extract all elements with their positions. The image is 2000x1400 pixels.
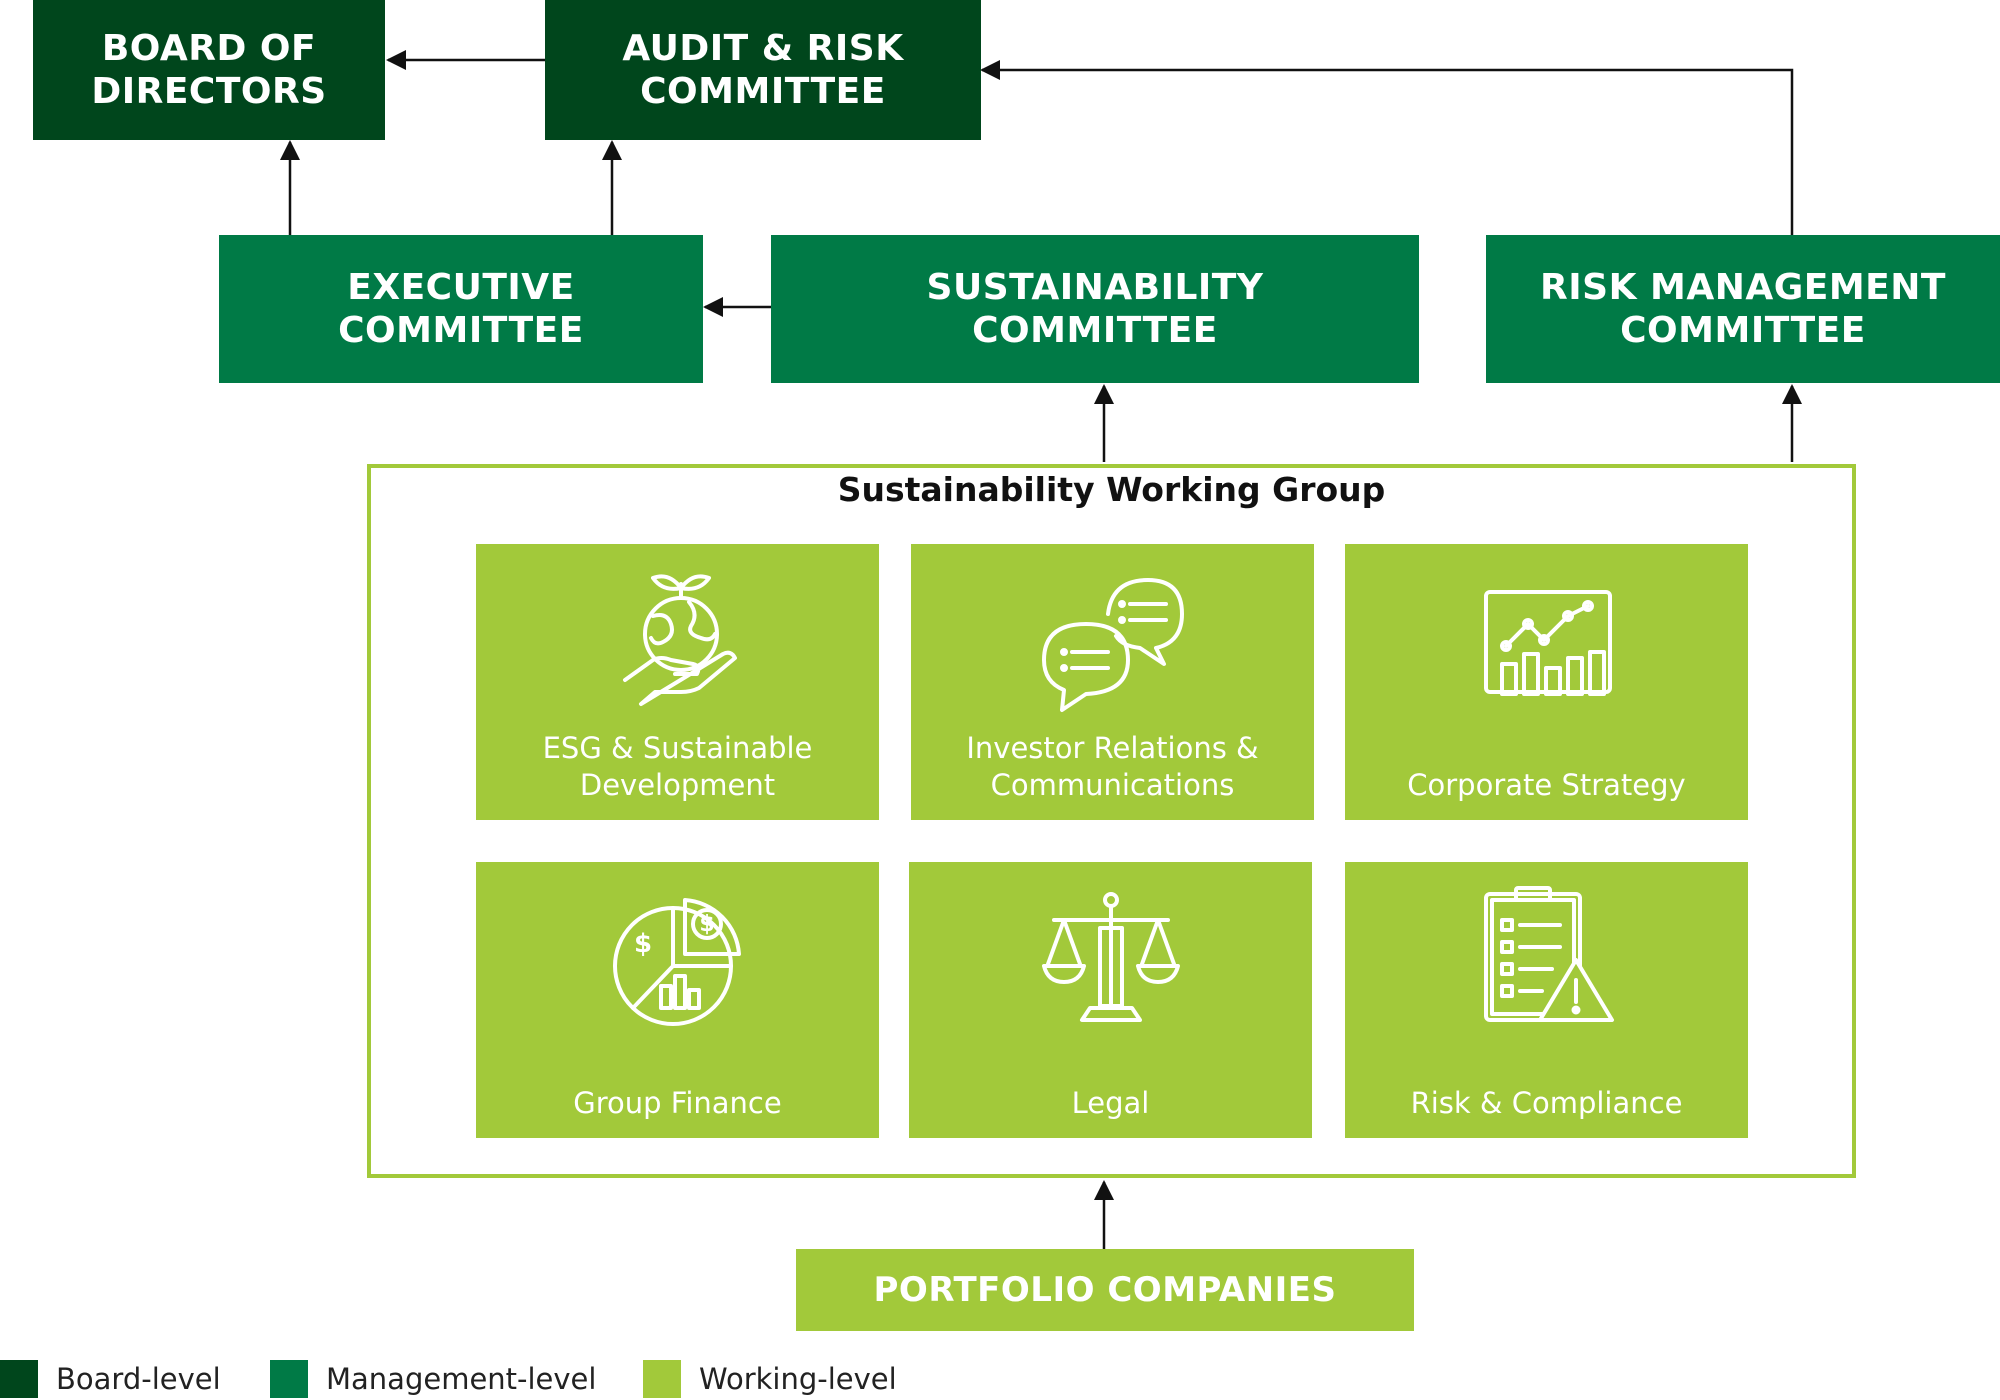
- tile-label: Legal: [1071, 1086, 1150, 1120]
- tile-esg-sustainable-development: ESG & Sustainable Development: [476, 544, 879, 820]
- tile-corporate-strategy: Corporate Strategy: [1345, 544, 1748, 820]
- tile-label: ESG & Sustainable Development: [542, 731, 813, 802]
- legend-working-level: Working-level: [643, 1360, 897, 1398]
- board-of-directors-box: BOARD OF DIRECTORS: [33, 0, 385, 140]
- legend-swatch: [270, 1360, 308, 1398]
- tile-legal: Legal: [909, 862, 1312, 1138]
- portfolio-companies-box: PORTFOLIO COMPANIES: [796, 1249, 1414, 1331]
- globe-in-hand-icon: [622, 574, 737, 706]
- chart-board-icon: [1483, 590, 1612, 696]
- legend-label: Working-level: [699, 1362, 897, 1396]
- legend-label: Management-level: [326, 1362, 597, 1396]
- audit-risk-committee-box: AUDIT & RISK COMMITTEE: [545, 0, 981, 140]
- legend-label: Board-level: [56, 1362, 221, 1396]
- checklist-warning-icon: [1483, 886, 1614, 1022]
- legend-management-level: Management-level: [270, 1360, 596, 1398]
- chat-bubbles-icon: [1041, 578, 1184, 712]
- tile-label: Group Finance: [573, 1086, 782, 1120]
- tile-group-finance: $ $ Group Finance: [476, 862, 879, 1138]
- working-group-title: Sustainability Working Group: [837, 470, 1386, 509]
- executive-committee-box: EXECUTIVE COMMITTEE: [219, 235, 703, 383]
- legend-swatch: [643, 1360, 681, 1398]
- pie-chart-dollar-icon: $ $: [612, 898, 741, 1026]
- tile-label: Investor Relations & Communications: [966, 731, 1259, 802]
- arrow-risk-mgmt-to-audit: [980, 60, 1794, 235]
- tile-investor-relations-communications: Investor Relations & Communications: [911, 544, 1314, 820]
- sustainability-committee-box: SUSTAINABILITY COMMITTEE: [771, 235, 1419, 383]
- scales-icon: [1041, 892, 1180, 1022]
- tile-label: Corporate Strategy: [1407, 768, 1686, 802]
- legend-board-level: Board-level: [0, 1360, 221, 1398]
- svg-text:$: $: [633, 929, 651, 959]
- risk-management-committee-box: RISK MANAGEMENT COMMITTEE: [1486, 235, 2000, 383]
- legend-swatch: [0, 1360, 38, 1398]
- svg-text:$: $: [699, 912, 714, 937]
- tile-label: Risk & Compliance: [1410, 1086, 1683, 1120]
- tile-risk-compliance: Risk & Compliance: [1345, 862, 1748, 1138]
